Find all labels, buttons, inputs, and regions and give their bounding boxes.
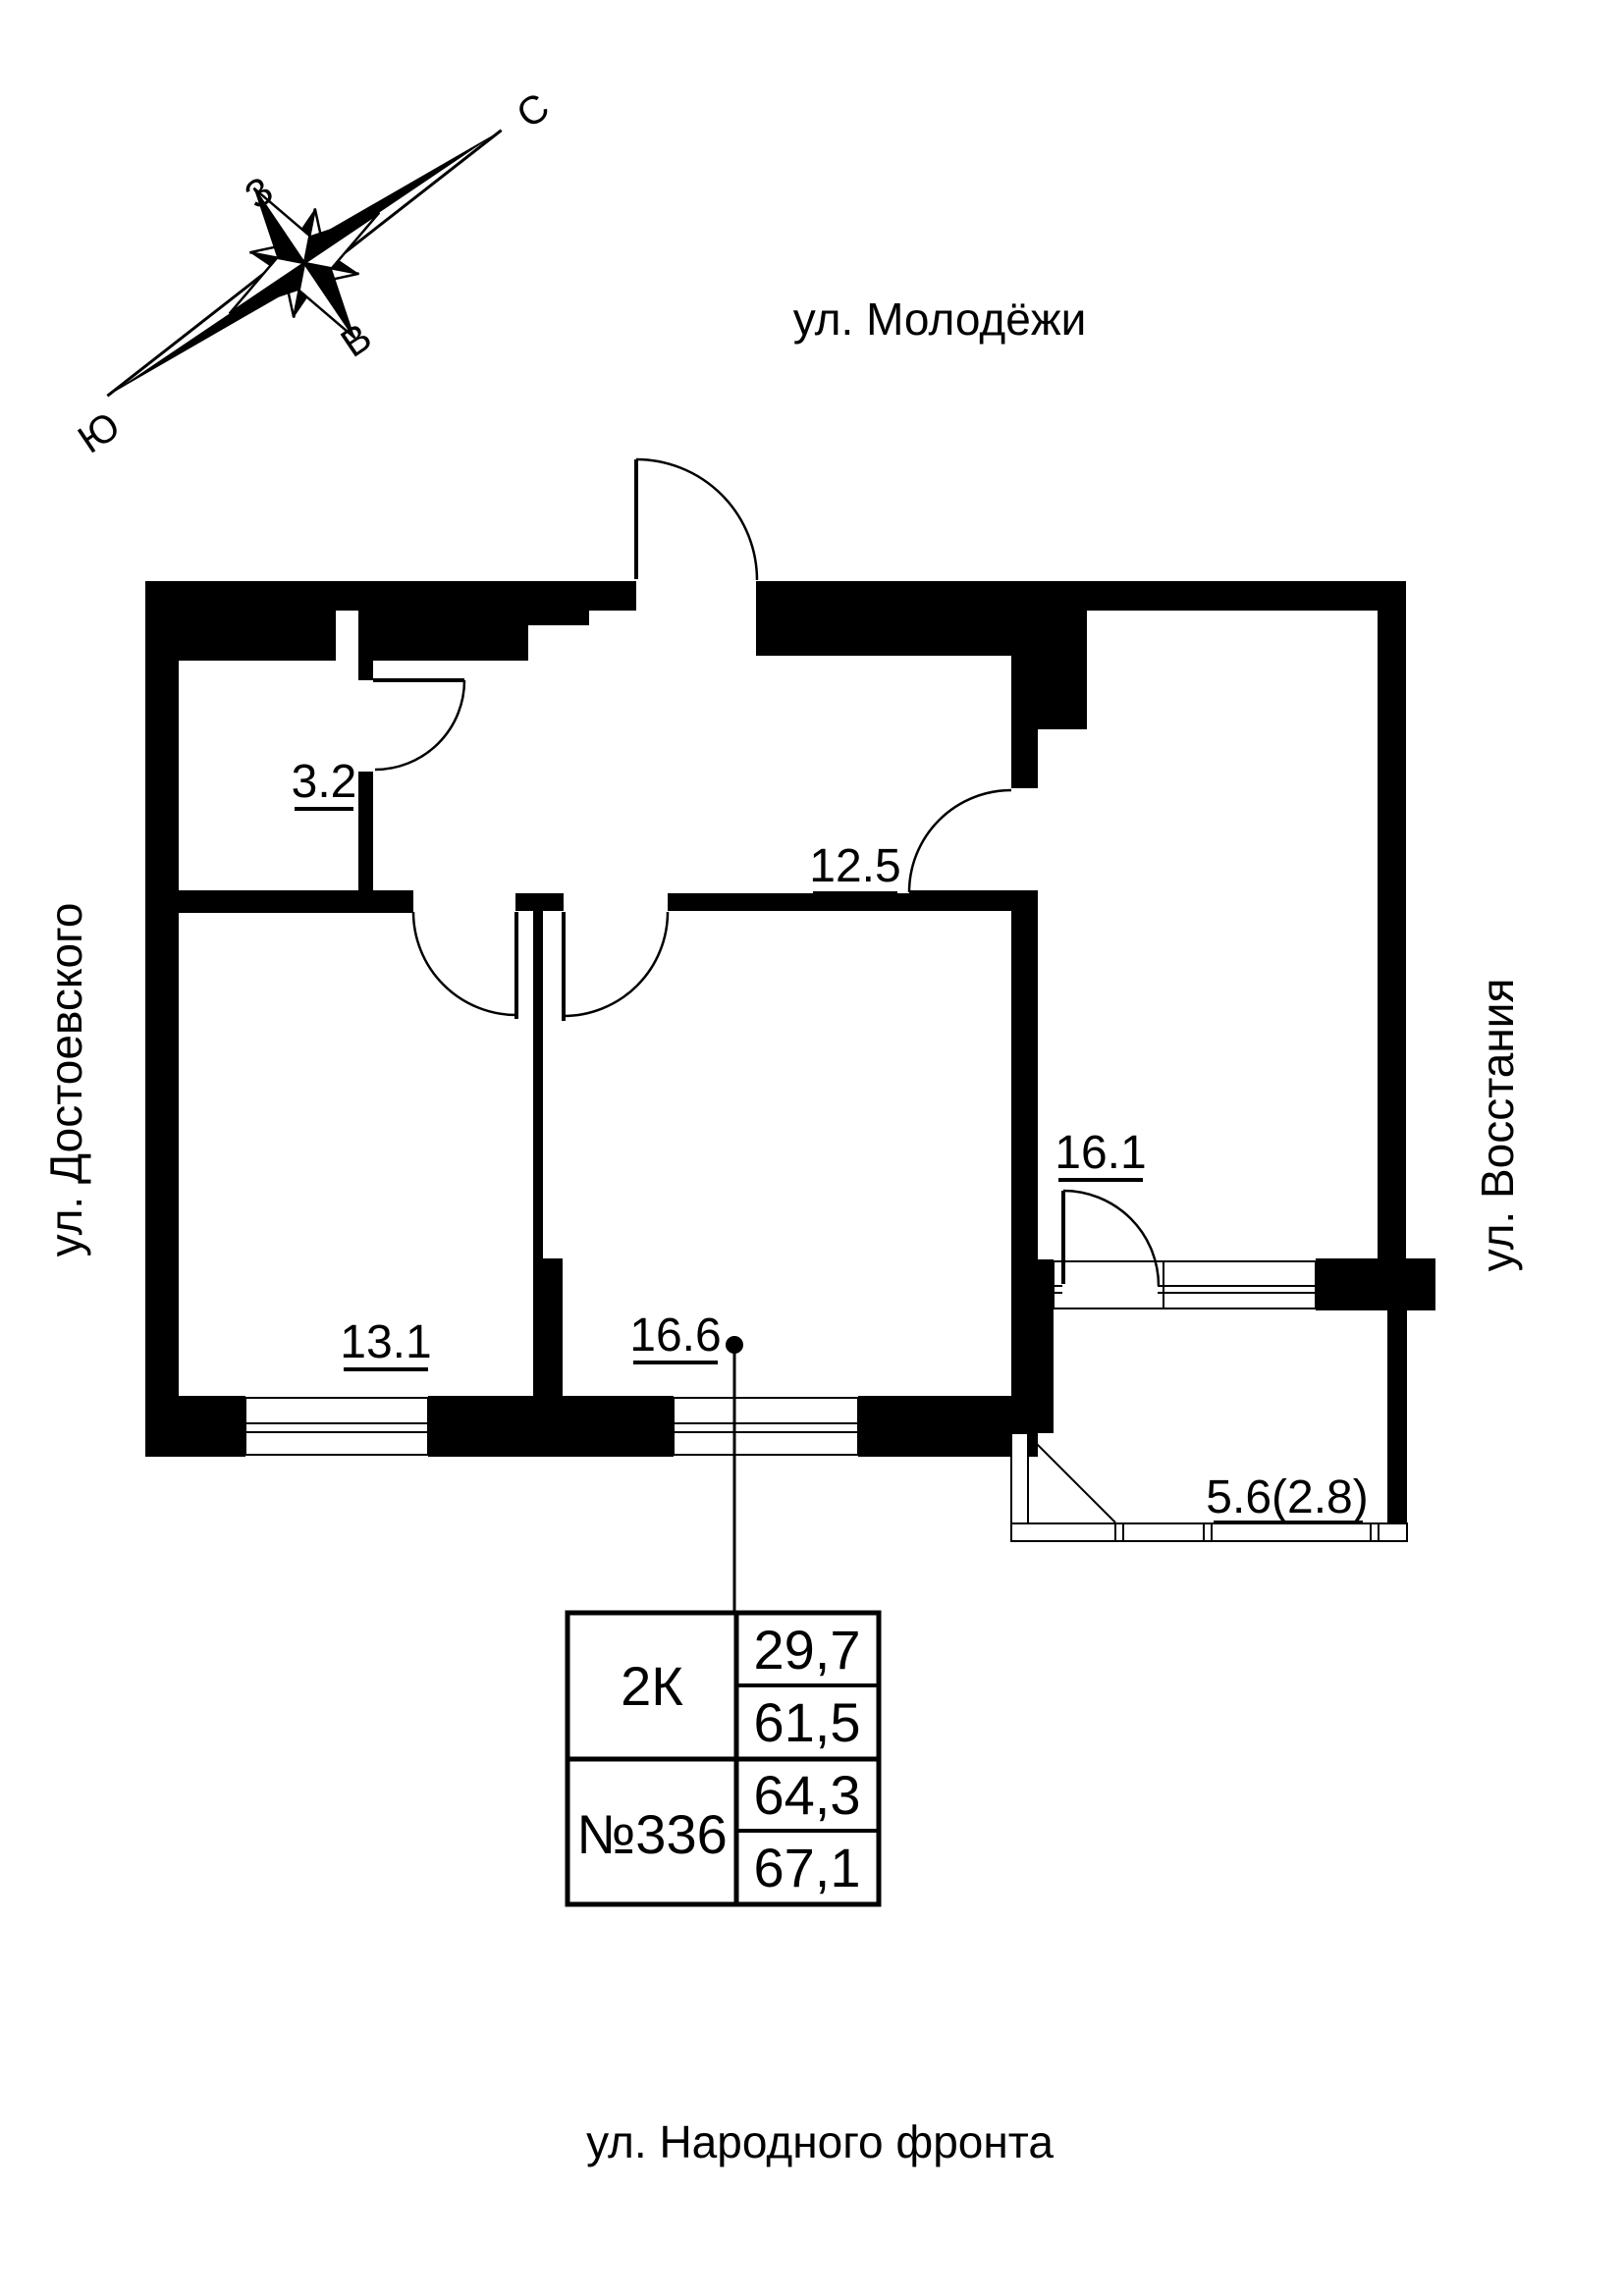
balcony-glazing xyxy=(1010,1432,1408,1542)
door-balcony xyxy=(1061,1189,1161,1287)
room-area-label-3-2: 3.2 xyxy=(292,756,357,808)
balcony-door-opening xyxy=(1062,1262,1158,1308)
wall-notch xyxy=(336,611,358,661)
door-room-3-2 xyxy=(373,678,466,772)
walls xyxy=(145,581,1435,1541)
wall-segment xyxy=(515,893,564,911)
wall-segment xyxy=(668,893,1011,911)
unit-number-label: №336 xyxy=(576,1803,728,1865)
wall-segment xyxy=(858,1396,1038,1457)
room-area-label-16-6: 16.6 xyxy=(629,1309,721,1362)
wall-segment xyxy=(589,581,636,611)
wall-segment xyxy=(1011,729,1038,788)
room-area-label-12-5: 12.5 xyxy=(809,840,900,892)
compass-north-label: С xyxy=(510,85,558,137)
wall-segment xyxy=(533,911,543,1258)
door-room-16-1 xyxy=(907,788,1012,894)
wall-segment xyxy=(1011,581,1087,729)
doors xyxy=(373,457,1161,1287)
street-label-left: ул. Достоевского xyxy=(40,903,91,1257)
window-room-16-1-balcony xyxy=(1053,1260,1317,1309)
area-value-2: 61,5 xyxy=(754,1691,861,1753)
wall-segment xyxy=(358,772,373,913)
wall-segment xyxy=(428,1396,674,1457)
street-label-bottom: ул. Народного фронта xyxy=(586,2116,1054,2167)
wall-segment xyxy=(1087,581,1406,611)
windows xyxy=(244,1260,1317,1456)
entrance-door xyxy=(634,457,759,581)
leader-dot xyxy=(726,1336,743,1354)
wall-segment xyxy=(1387,1310,1407,1541)
wall-segment xyxy=(1011,890,1038,1259)
door-room-16-6 xyxy=(562,911,670,1021)
wall-segment xyxy=(358,661,373,680)
info-table: 2К №336 29,7 61,5 64,3 67,1 xyxy=(565,1610,882,1907)
street-label-right: ул. Восстания xyxy=(1472,979,1523,1272)
area-value-3: 64,3 xyxy=(754,1764,861,1826)
wall-segment xyxy=(1316,1258,1435,1310)
street-label-top: ул. Молодёжи xyxy=(793,294,1087,345)
door-room-13-1 xyxy=(411,911,518,1019)
room-area-label-16-1: 16.1 xyxy=(1055,1127,1146,1179)
wall-segment xyxy=(528,581,589,625)
balcony-door-leaf-open xyxy=(1029,1436,1116,1523)
wall-segment xyxy=(145,890,413,913)
window-room-16-6 xyxy=(673,1397,859,1456)
wall-segment xyxy=(756,581,1011,656)
compass-south-label: Ю xyxy=(71,403,128,461)
area-value-4: 67,1 xyxy=(754,1837,861,1898)
room-area-label-13-1: 13.1 xyxy=(340,1316,431,1368)
wall-segment xyxy=(145,581,179,1457)
unit-type-label: 2К xyxy=(621,1655,683,1717)
wall-segment xyxy=(145,1396,245,1457)
room-area-labels: 3.2 12.5 13.1 16.6 16.1 5.6(2.8) xyxy=(292,756,1369,1524)
area-value-1: 29,7 xyxy=(754,1619,861,1681)
wall-segment xyxy=(1378,611,1406,1258)
compass-rose: С З В Ю xyxy=(71,85,558,462)
window-room-13-1 xyxy=(244,1397,429,1456)
wall-segment xyxy=(533,1258,563,1396)
leader xyxy=(726,1336,743,1613)
room-area-label-balcony: 5.6(2.8) xyxy=(1206,1471,1368,1523)
